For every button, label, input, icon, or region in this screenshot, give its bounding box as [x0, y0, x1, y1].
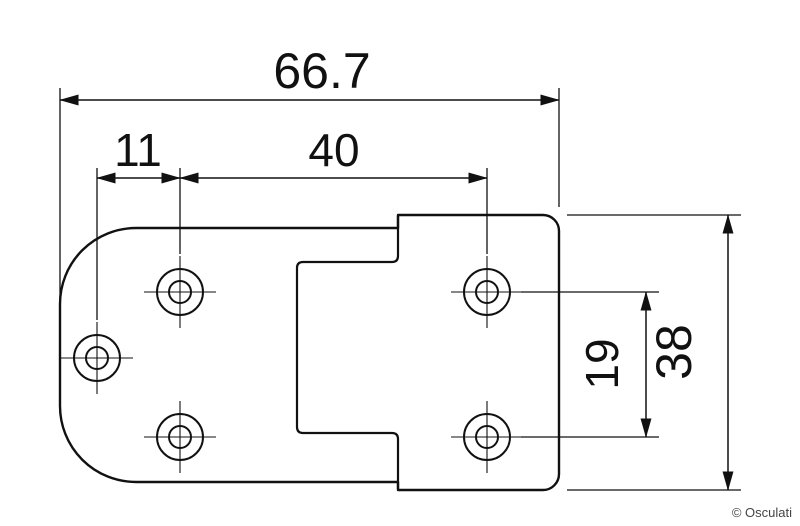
dim-overall-height: 38: [567, 214, 741, 491]
copyright-text: © Osculati: [732, 505, 792, 520]
dim-label-left-hole-offset: 11: [114, 124, 162, 176]
dim-hole-spacing-vertical: 19: [521, 291, 659, 438]
hinge-outline: [58, 213, 561, 492]
hole-bottom-right: [451, 401, 523, 473]
dim-label-hole-spacing-horizontal: 40: [308, 124, 359, 176]
dim-overall-width: 66.7: [59, 43, 560, 300]
hinge-joint-line: [295, 216, 400, 489]
hole-top-right: [451, 256, 523, 328]
dim-left-hole-offset: 11: [96, 124, 181, 320]
dim-label-hole-spacing-vertical: 19: [576, 338, 628, 389]
dim-hole-spacing-horizontal: 40: [179, 124, 488, 254]
hole-top-left: [144, 256, 216, 328]
dim-label-overall-width: 66.7: [273, 43, 370, 99]
dim-label-overall-height: 38: [646, 324, 702, 380]
hole-left-center: [61, 322, 133, 394]
hole-bottom-left: [144, 401, 216, 473]
